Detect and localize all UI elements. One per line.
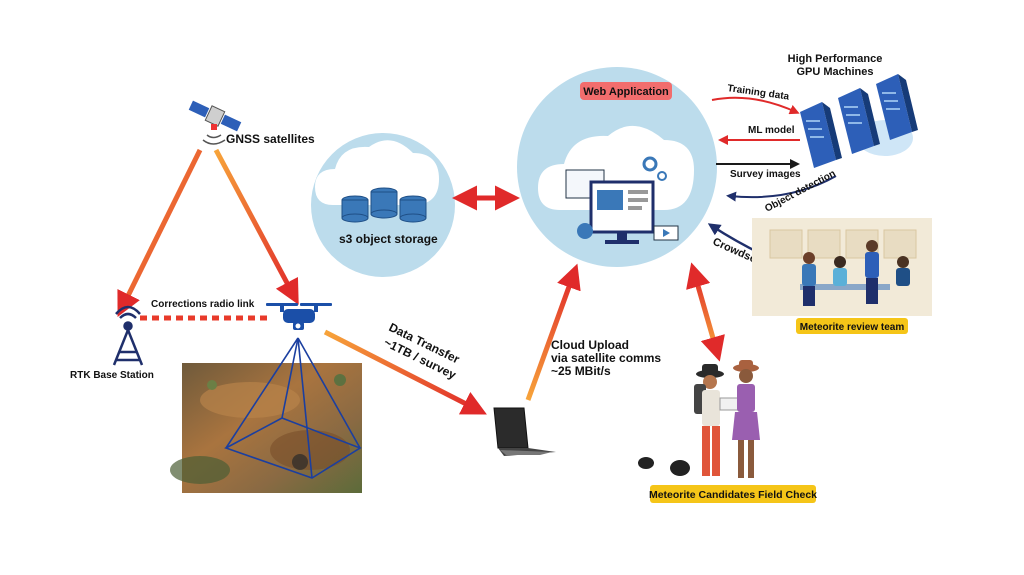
review-team-tag — [796, 318, 908, 334]
review-team-illustration — [752, 218, 932, 316]
field-team-illustration — [638, 360, 760, 478]
review-team-label: Meteorite review team — [800, 322, 905, 333]
cloud-upload-arrow — [525, 263, 581, 401]
web-app-dashboard-icon — [538, 125, 694, 244]
gnss-to-drone-arrow — [213, 148, 299, 305]
camera-footprint — [224, 337, 362, 479]
gnss-label: GNSS satellites — [226, 132, 315, 146]
web-field-check-arrow — [686, 262, 725, 362]
data-transfer-arrow — [323, 329, 487, 415]
satellite-icon — [188, 100, 242, 145]
drone-icon — [266, 303, 332, 330]
upload-method-label: via satellite comms — [551, 351, 661, 365]
gnss-to-rtk-arrow — [117, 148, 203, 317]
laptop-icon — [493, 407, 556, 456]
gpu-label-line2: GPU Machines — [796, 66, 873, 78]
aerial-survey-photo — [170, 363, 362, 493]
gpu-server-icon — [800, 74, 918, 168]
gpu-label-line1: High Performance — [788, 53, 883, 65]
survey-images-label: Survey images — [730, 169, 801, 180]
storage-cloud-icon — [315, 140, 439, 223]
cloud-upload-label: Cloud Upload — [551, 338, 629, 352]
object-detection-arrow — [726, 175, 837, 202]
field-check-tag — [650, 485, 816, 503]
s3-label: s3 object storage — [339, 232, 438, 246]
ml-model-label: ML model — [748, 125, 795, 136]
field-check-label: Meteorite Candidates Field Check — [649, 489, 817, 501]
web-app-tag — [580, 82, 672, 100]
upload-speed-label: ~25 MBit/s — [551, 364, 611, 378]
rtk-tower-icon — [112, 305, 144, 366]
training-data-arrow — [711, 96, 800, 115]
corrections-label: Corrections radio link — [151, 299, 255, 310]
web-app-label: Web Application — [583, 86, 669, 98]
rtk-label: RTK Base Station — [70, 370, 154, 381]
